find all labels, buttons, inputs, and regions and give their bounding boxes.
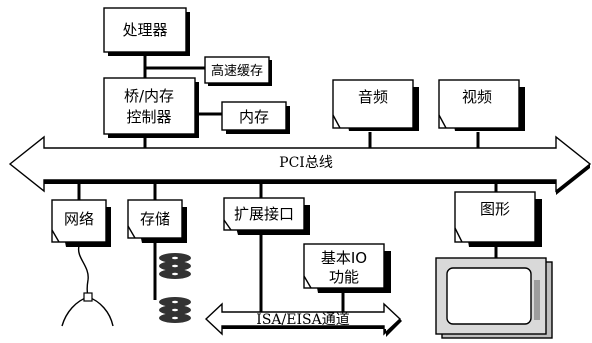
video-card: 视频 [438, 79, 525, 131]
processor-label: 处理器 [122, 21, 167, 39]
basic-io-card: 基本IO 功能 [303, 243, 391, 293]
network-label: 网络 [64, 210, 94, 228]
memory-label: 内存 [239, 108, 269, 126]
processor-box: 处理器 [103, 7, 190, 56]
basic-io-label-line2: 功能 [329, 268, 359, 286]
storage-card: 存储 [127, 199, 187, 243]
monitor-icon [435, 257, 553, 339]
bridge-label-line1: 桥/内存 [124, 87, 174, 105]
network-cable [61, 245, 114, 327]
pci-bus-label: PCI总线 [279, 155, 333, 171]
bridge-controller-box: 桥/内存 控制器 [103, 77, 199, 138]
cache-box: 高速缓存 [204, 56, 272, 86]
audio-card: 音频 [332, 79, 419, 131]
pci-bus: PCI总线 [8, 135, 592, 195]
storage-label: 存储 [140, 210, 170, 228]
disk-stack-lower [159, 297, 191, 323]
audio-label: 音频 [358, 88, 388, 106]
disk-stack-upper [159, 253, 191, 279]
cache-label: 高速缓存 [211, 63, 263, 79]
bridge-label-line2: 控制器 [126, 108, 171, 126]
graphics-label: 图形 [480, 200, 510, 218]
isa-bus-label: ISA/EISA通道 [256, 312, 349, 328]
expansion-card: 扩展接口 [223, 197, 310, 235]
isa-bus: ISA/EISA通道 [204, 302, 402, 337]
basic-io-label-line1: 基本IO [321, 249, 367, 267]
network-card: 网络 [51, 199, 111, 247]
isa-bus-shadow [222, 319, 402, 337]
graphics-card: 图形 [454, 191, 542, 247]
expansion-label: 扩展接口 [234, 205, 294, 223]
video-label: 视频 [462, 88, 492, 106]
network-connector [83, 292, 93, 302]
memory-box: 内存 [221, 101, 290, 134]
